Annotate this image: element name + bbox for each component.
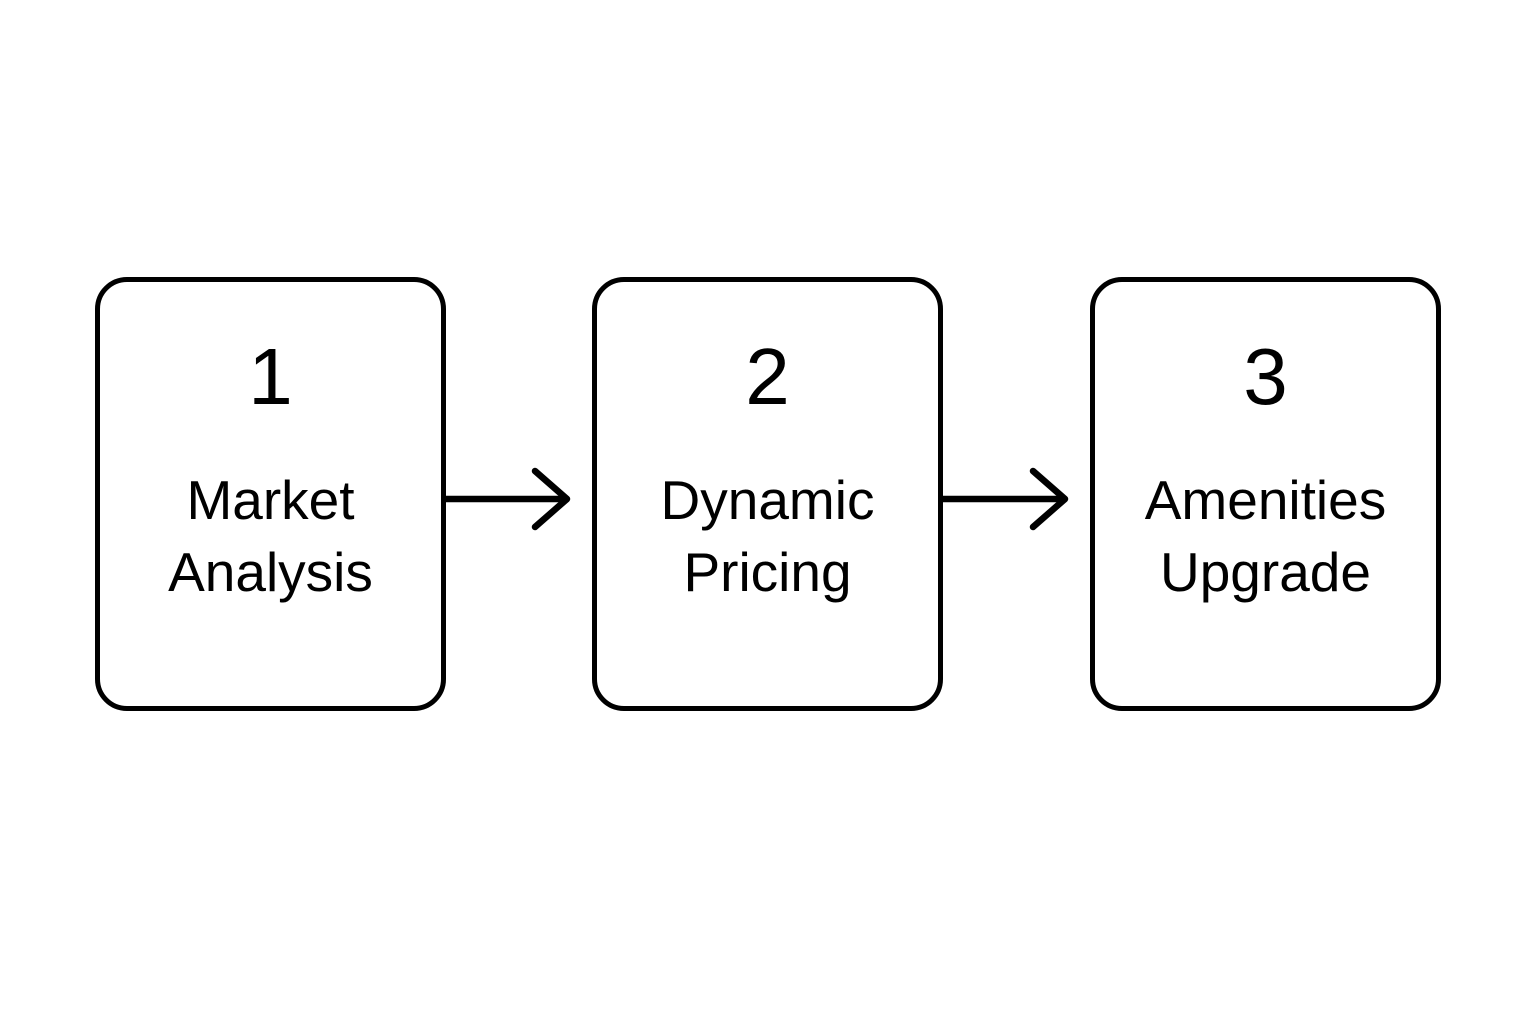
- step-number: 2: [745, 332, 790, 421]
- step-label: Amenities Upgrade: [1144, 469, 1387, 603]
- connector-2-to-3: [939, 467, 1071, 531]
- flow-step-2[interactable]: 2 Dynamic Pricing: [592, 277, 943, 711]
- arrow-right-icon: [441, 467, 571, 531]
- connector-1-to-2: [441, 467, 573, 531]
- step-number: 3: [1243, 332, 1288, 421]
- arrow-right-icon: [939, 467, 1069, 531]
- step-label: Market Analysis: [168, 469, 373, 603]
- flow-step-3[interactable]: 3 Amenities Upgrade: [1090, 277, 1441, 711]
- step-label: Dynamic Pricing: [660, 469, 875, 603]
- step-number: 1: [248, 332, 293, 421]
- flow-step-1[interactable]: 1 Market Analysis: [95, 277, 446, 711]
